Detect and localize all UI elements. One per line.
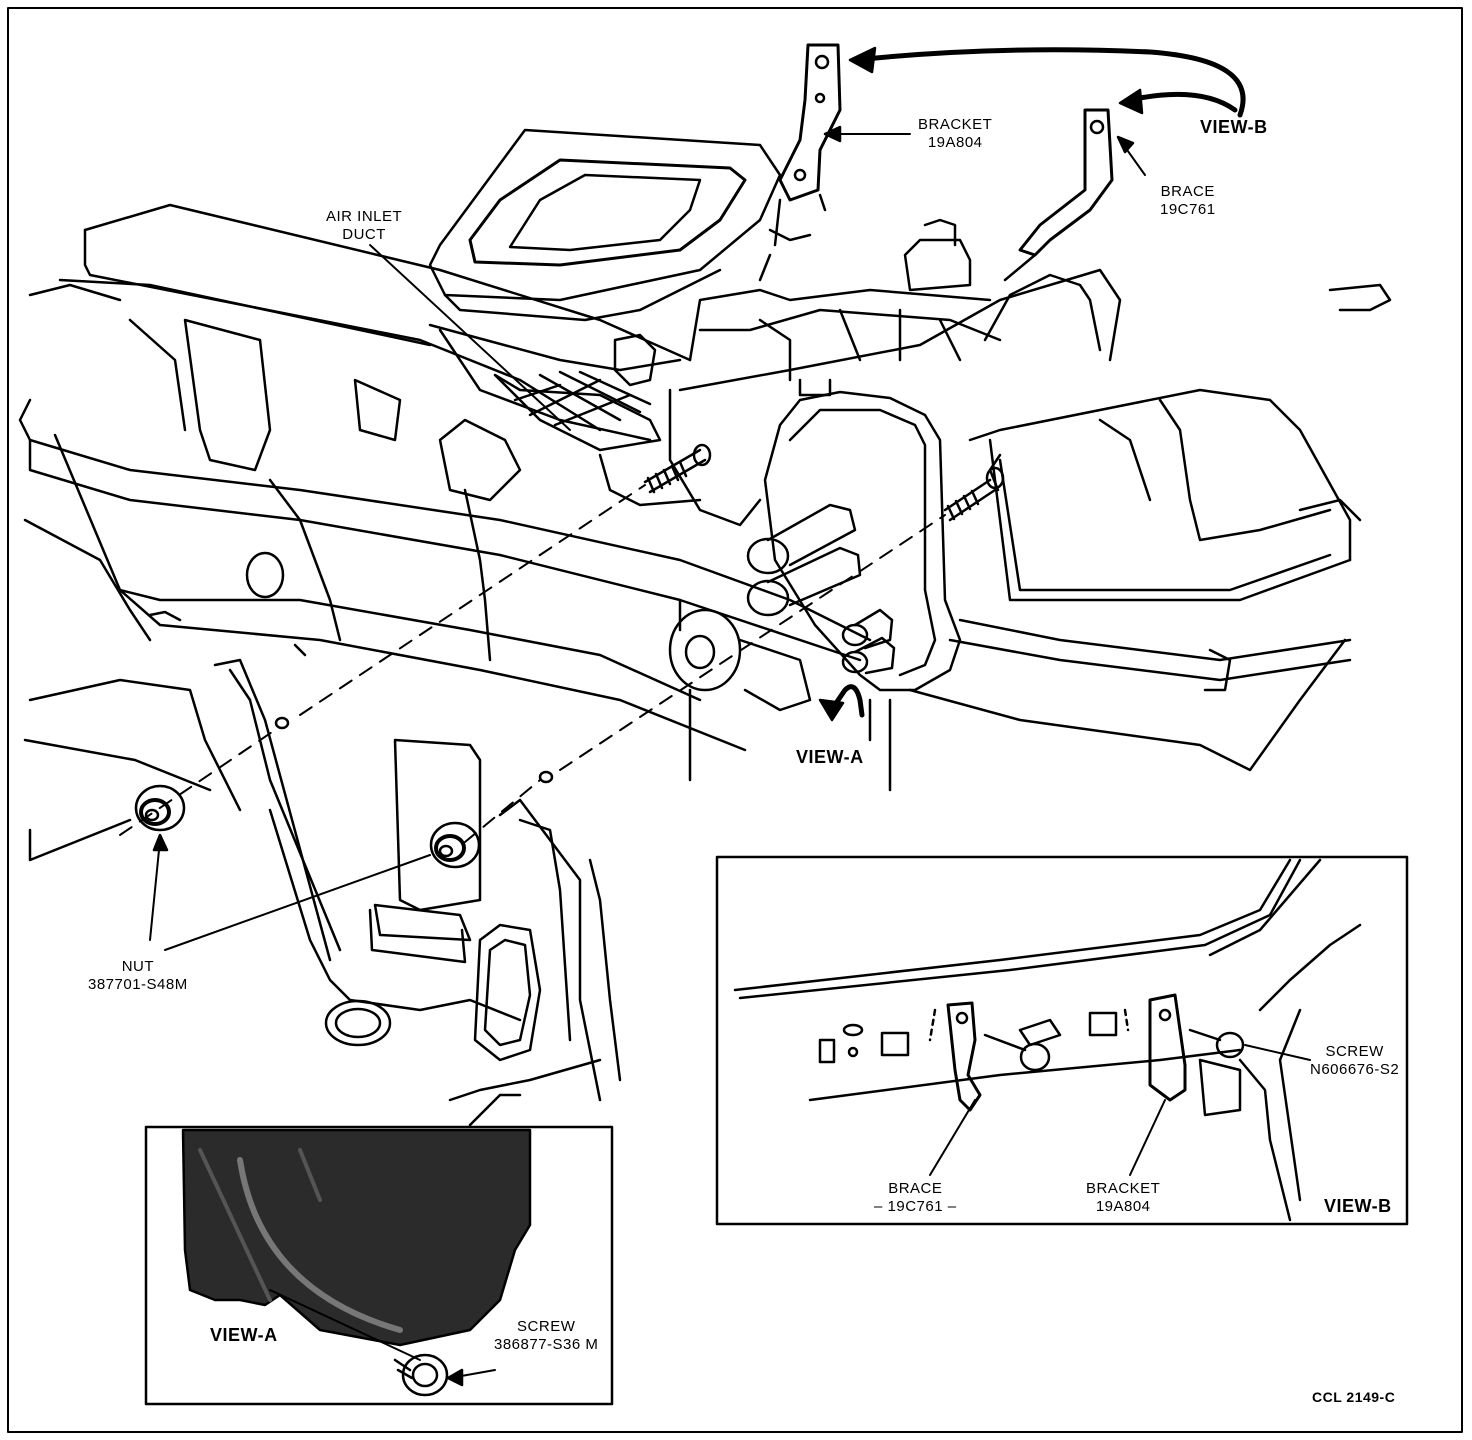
- inset-b-brace-label: BRACE – 19C761 –: [874, 1180, 957, 1215]
- view-a-inset-frame: [144, 1125, 614, 1406]
- view-b-inset-leaders: [929, 1044, 1311, 1176]
- leader-arrowhead-nut: [152, 833, 169, 852]
- view-a-callout-label: VIEW-A: [796, 747, 864, 767]
- nut-right: [429, 821, 481, 869]
- view-b-arrowhead-left: [848, 46, 877, 74]
- nut-left: [134, 784, 186, 832]
- blower-housing: [868, 283, 1392, 792]
- figure-code: CCL 2149-C: [1312, 1389, 1396, 1405]
- heater-core: [746, 390, 962, 692]
- washer-right: [538, 770, 554, 784]
- leader-lines: [149, 133, 1146, 951]
- brace-part: [1003, 108, 1114, 282]
- stud-right: [943, 466, 1005, 522]
- leader-arrowhead-brace: [1116, 135, 1135, 154]
- view-b-inset-drawing: [733, 858, 1362, 1222]
- washer-left: [274, 716, 290, 730]
- leader-arrowhead-bracket: [823, 125, 842, 143]
- cowl-housing: [18, 203, 872, 862]
- view-a-screw-arrowhead: [446, 1368, 464, 1387]
- inset-a-screw-label: SCREW 386877-S36 M: [494, 1318, 599, 1353]
- view-a-arrowhead: [818, 698, 845, 722]
- inset-a-title: VIEW-A: [210, 1325, 278, 1345]
- view-b-arrow: [852, 47, 1246, 118]
- lower-fixture: [668, 598, 812, 782]
- air-inlet-duct-label: AIR INLET DUCT: [326, 208, 403, 243]
- inset-b-bracket-label: BRACKET 19A804: [1086, 1180, 1161, 1215]
- dash-panel: [213, 658, 622, 1127]
- view-b-arrowhead-right: [1118, 88, 1144, 115]
- inset-b-title: VIEW-B: [1324, 1196, 1392, 1216]
- inset-b-screw-label: SCREW N606676-S2: [1310, 1043, 1400, 1078]
- view-b-inset-frame: [715, 855, 1409, 1226]
- bracket-callout-label: BRACKET 19A804: [918, 116, 993, 151]
- bracket-part: [773, 43, 842, 247]
- stud-left: [643, 443, 712, 494]
- brace-callout-label: BRACE 19C761: [1160, 183, 1216, 218]
- view-a-inset-drawing: [181, 1128, 532, 1397]
- air-inlet-duct: [428, 128, 782, 452]
- assembly-dash-lines: [119, 484, 946, 843]
- nut-callout-label: NUT 387701-S48M: [88, 958, 188, 993]
- heater-case: [598, 218, 1122, 527]
- view-b-callout-label: VIEW-B: [1200, 117, 1268, 137]
- view-a-arrow: [827, 684, 865, 718]
- outer-frame: [7, 7, 1463, 1433]
